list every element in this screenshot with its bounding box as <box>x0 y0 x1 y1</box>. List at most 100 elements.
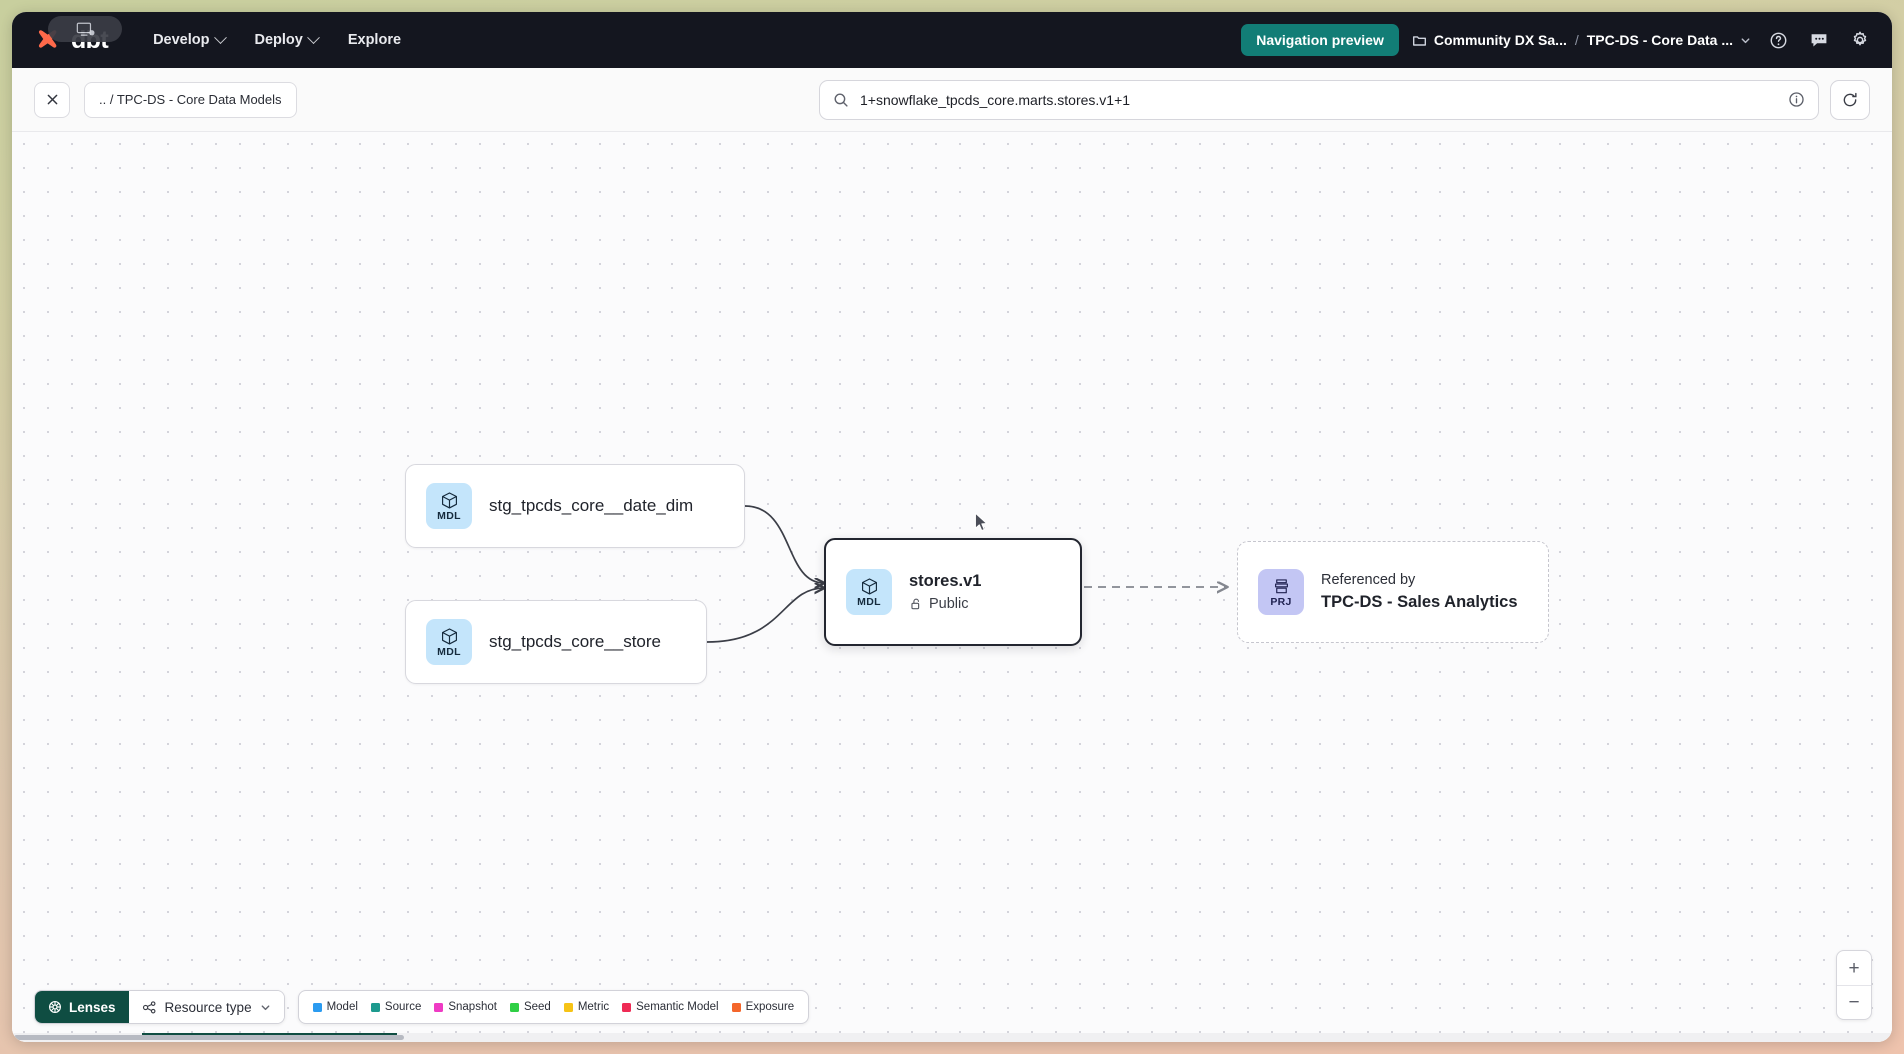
cube-icon <box>441 492 457 509</box>
node-text: stg_tpcds_core__store <box>489 632 661 652</box>
node-badge-code: MDL <box>437 645 461 658</box>
legend-swatch <box>370 1002 380 1012</box>
resource-type-label: Resource type <box>164 999 252 1015</box>
refresh-icon <box>1843 92 1857 106</box>
node-badge-mdl: MDL <box>426 483 472 529</box>
graph-node-stg-tpcds-core-store[interactable]: MDL stg_tpcds_core__store <box>405 600 707 684</box>
cube-icon <box>441 628 457 645</box>
legend-label: Exposure <box>745 1001 795 1013</box>
edge-store-to-stores <box>706 588 824 643</box>
legend-label: Model <box>326 1001 358 1013</box>
graph-node-stores-v1[interactable]: MDL stores.v1 Public <box>824 538 1082 646</box>
legend-item-source: Source <box>370 1001 422 1013</box>
node-badge-mdl: MDL <box>846 569 892 615</box>
top-navbar: dbt Develop Deploy Explore Navigation pr… <box>12 12 1892 68</box>
node-title: TPC-DS - Sales Analytics <box>1321 593 1518 611</box>
graph-edges-layer <box>706 505 1892 643</box>
lineage-graph-canvas[interactable]: MDL stg_tpcds_core__date_dim MDL stg_tpc… <box>12 132 1892 1042</box>
screen-share-icon <box>76 22 94 36</box>
node-text: stores.v1 Public <box>909 572 981 612</box>
screen-share-indicator <box>48 16 122 42</box>
node-badge-mdl: MDL <box>426 619 472 665</box>
legend-item-seed: Seed <box>509 1001 551 1013</box>
horizontal-scrollbar[interactable] <box>12 1033 1892 1042</box>
node-title: stg_tpcds_core__date_dim <box>489 496 694 515</box>
legend-item-metric: Metric <box>563 1001 610 1013</box>
legend-swatch <box>731 1002 741 1012</box>
breadcrumb-separator: / <box>1574 32 1579 48</box>
node-badge-code: PRJ <box>1270 595 1292 608</box>
nav-links: Develop Deploy Explore <box>142 25 412 55</box>
search-icon <box>834 93 848 107</box>
legend-swatch <box>563 1002 573 1012</box>
zoom-out-button[interactable]: − <box>1837 985 1871 1019</box>
node-text: Referenced by TPC-DS - Sales Analytics <box>1321 572 1518 612</box>
gear-icon[interactable] <box>1846 26 1874 54</box>
breadcrumb-account[interactable]: Community DX Sa... <box>1433 32 1567 48</box>
zoom-controls: + − <box>1836 950 1872 1020</box>
scrollbar-progress <box>142 1033 397 1036</box>
graph-nodes-icon <box>142 1000 156 1013</box>
lenses-button[interactable]: Lenses <box>35 991 129 1023</box>
node-badge-code: MDL <box>437 509 461 522</box>
legend-item-model: Model <box>312 1001 358 1013</box>
search-box[interactable] <box>819 79 1819 120</box>
legend-swatch <box>434 1002 444 1012</box>
node-badge-prj: PRJ <box>1258 569 1304 615</box>
resource-type-legend: Model Source Snapshot Seed Metric <box>297 990 810 1024</box>
nav-link-explore[interactable]: Explore <box>337 25 412 55</box>
legend-swatch <box>622 1002 632 1012</box>
legend-swatch <box>312 1002 322 1012</box>
legend-item-exposure: Exposure <box>731 1001 795 1013</box>
graph-node-stg-tpcds-core-date-dim[interactable]: MDL stg_tpcds_core__date_dim <box>405 464 745 548</box>
edge-date-dim-to-stores <box>744 505 824 583</box>
scrollbar-thumb[interactable] <box>14 1035 404 1040</box>
node-access-label: Public <box>929 596 969 612</box>
cube-icon <box>861 578 877 595</box>
unlock-icon <box>911 598 920 610</box>
chevron-down-icon <box>261 1004 269 1010</box>
breadcrumb-project[interactable]: TPC-DS - Core Data ... <box>1586 32 1733 48</box>
zoom-in-button[interactable]: + <box>1848 957 1860 979</box>
project-breadcrumb-pill[interactable]: .. / TPC-DS - Core Data Models <box>84 81 297 118</box>
legend-label: Source <box>384 1001 422 1013</box>
navbar-right-group: Navigation preview Community DX Sa... / … <box>1241 24 1874 56</box>
nav-link-develop[interactable]: Develop <box>142 25 235 55</box>
legend-label: Metric <box>577 1001 610 1013</box>
graph-bottom-toolbar: Lenses Resource type <box>34 990 810 1024</box>
feedback-chat-icon[interactable] <box>1805 26 1833 54</box>
legend-label: Seed <box>523 1001 551 1013</box>
node-title: stores.v1 <box>909 572 982 590</box>
explore-toolbar: .. / TPC-DS - Core Data Models <box>12 68 1892 132</box>
node-text: stg_tpcds_core__date_dim <box>489 496 693 516</box>
legend-label: Semantic Model <box>636 1001 719 1013</box>
search-input[interactable] <box>860 91 1777 108</box>
close-icon[interactable] <box>34 81 70 118</box>
node-access-badge: Public <box>909 596 981 612</box>
search-area <box>819 79 1870 120</box>
lenses-label: Lenses <box>69 999 116 1015</box>
navigation-preview-button[interactable]: Navigation preview <box>1241 24 1399 56</box>
chevron-down-icon <box>213 30 227 44</box>
graph-node-referenced-by-sales-analytics[interactable]: PRJ Referenced by TPC-DS - Sales Analyti… <box>1237 541 1549 643</box>
account-project-breadcrumb: Community DX Sa... / TPC-DS - Core Data … <box>1412 32 1751 48</box>
chevron-down-icon[interactable] <box>1740 35 1751 46</box>
folder-icon <box>1412 35 1426 46</box>
node-title: stg_tpcds_core__store <box>489 632 661 651</box>
help-circle-icon[interactable] <box>1764 26 1792 54</box>
nav-link-develop-label: Develop <box>153 32 210 48</box>
nav-link-deploy-label: Deploy <box>254 32 303 48</box>
stack-icon <box>1274 579 1288 594</box>
nav-link-deploy[interactable]: Deploy <box>244 25 329 55</box>
chevron-down-icon <box>306 30 320 44</box>
lens-resource-group: Lenses Resource type <box>34 990 285 1024</box>
nav-link-explore-label: Explore <box>347 32 402 48</box>
legend-item-snapshot: Snapshot <box>434 1001 497 1013</box>
resource-type-dropdown[interactable]: Resource type <box>128 991 284 1023</box>
info-circle-icon[interactable] <box>1788 91 1805 108</box>
legend-label: Snapshot <box>448 1001 497 1013</box>
legend-swatch <box>509 1002 519 1012</box>
refresh-button[interactable] <box>1830 79 1870 120</box>
node-kicker: Referenced by <box>1321 572 1416 588</box>
legend-item-semantic-model: Semantic Model <box>622 1001 719 1013</box>
